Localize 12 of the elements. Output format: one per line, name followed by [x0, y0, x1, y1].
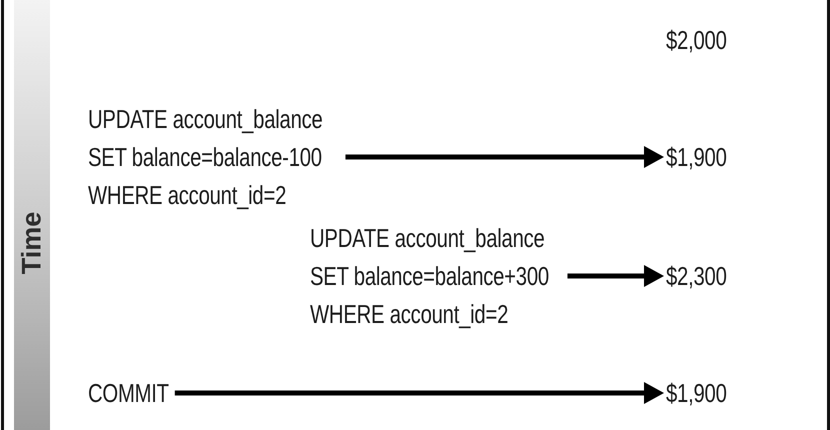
arrow [567, 265, 664, 287]
balance-value: $2,000 [666, 25, 727, 55]
axis-label: Time [16, 212, 48, 274]
time-band [14, 0, 50, 430]
sql-statement: COMMIT [88, 378, 169, 408]
balance-value: $2,300 [666, 261, 727, 291]
arrow [174, 382, 664, 404]
balance-value: $1,900 [666, 378, 727, 408]
arrow [345, 146, 664, 168]
sql-statement: UPDATE account_balance SET balance=balance-100 WHERE account_id=2 [88, 100, 340, 214]
sql-statement: UPDATE account_balance SET balance=balance+300 WHERE account_id=2 [310, 219, 562, 333]
balance-value: $1,900 [666, 142, 727, 172]
